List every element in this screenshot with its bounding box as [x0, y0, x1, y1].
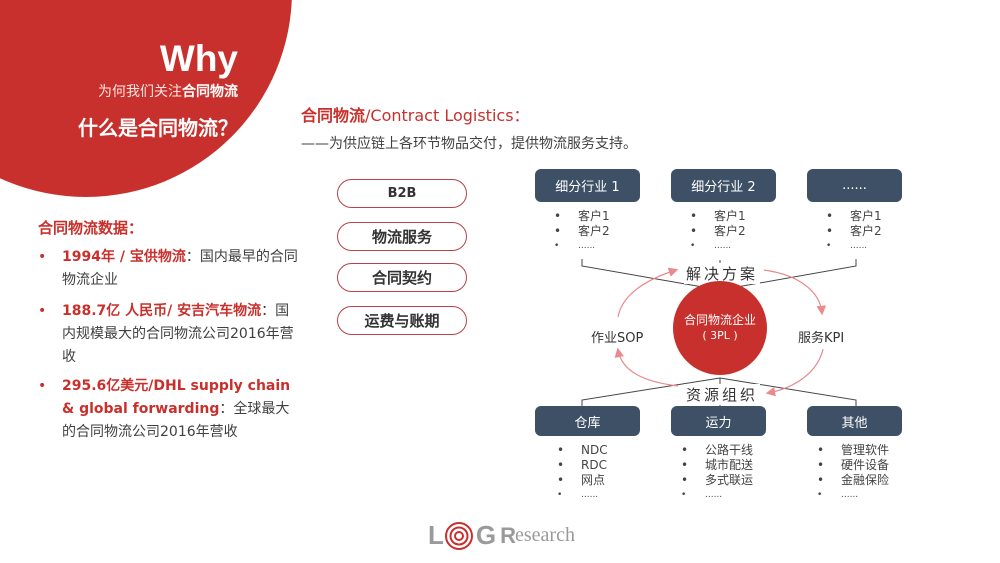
keyword-pill-freight-billing: 运费与账期 [337, 306, 467, 335]
stat-item: • 1994年 / 宝供物流：国内最早的合同物流企业 [38, 249, 298, 288]
page-title: Why [159, 38, 238, 79]
definition-description: ——为供应链上各环节物品交付，提供物流服务支持。 [301, 136, 637, 152]
solutions-label: 解决方案 [684, 263, 761, 284]
resources-label: 资源组织 [684, 384, 761, 405]
page-question: 什么是合同物流？ [78, 116, 238, 140]
other-box: 其他 [807, 406, 902, 436]
transport-box: 运力 [671, 406, 766, 436]
kpi-label: 服务KPI [798, 331, 845, 346]
industry-more-client-list: 客户1 客户2 ...... [826, 209, 882, 254]
industry-box-2: 细分行业 2 [671, 169, 776, 202]
industry-1-client-list: 客户1 客户2 ...... [554, 209, 610, 254]
industry-2-client-list: 客户1 客户2 ...... [690, 209, 746, 254]
stat-item: • 188.7亿 人民币/ 安吉汽车物流：国内规模最大的合同物流公司2016年营… [38, 303, 294, 365]
other-list: 管理软件 硬件设备 金融保险 ...... [817, 443, 889, 503]
stats-title: 合同物流数据： [38, 219, 144, 237]
stat-item: • 295.6亿美元/DHL supply chain & global for… [38, 378, 291, 440]
3pl-circle: 合同物流企业 ( 3PL ) [673, 281, 767, 375]
industry-box-more: ...... [807, 169, 902, 202]
keyword-pill-b2b: B2B [337, 179, 467, 208]
transport-list: 公路干线 城市配送 多式联运 ...... [681, 443, 753, 503]
warehouse-box: 仓库 [535, 406, 640, 436]
warehouse-list: NDC RDC 网点 ...... [557, 443, 608, 503]
sop-label: 作业SOP [591, 331, 644, 346]
industry-box-1: 细分行业 1 [535, 169, 640, 202]
target-rings-icon [444, 521, 473, 550]
keyword-pill-logistics-service: 物流服务 [337, 222, 467, 251]
page-subtitle: 为何我们关注合同物流 [98, 84, 238, 100]
definition-title: 合同物流/Contract Logistics： [301, 106, 530, 125]
keyword-pill-contract: 合同契约 [337, 263, 467, 292]
